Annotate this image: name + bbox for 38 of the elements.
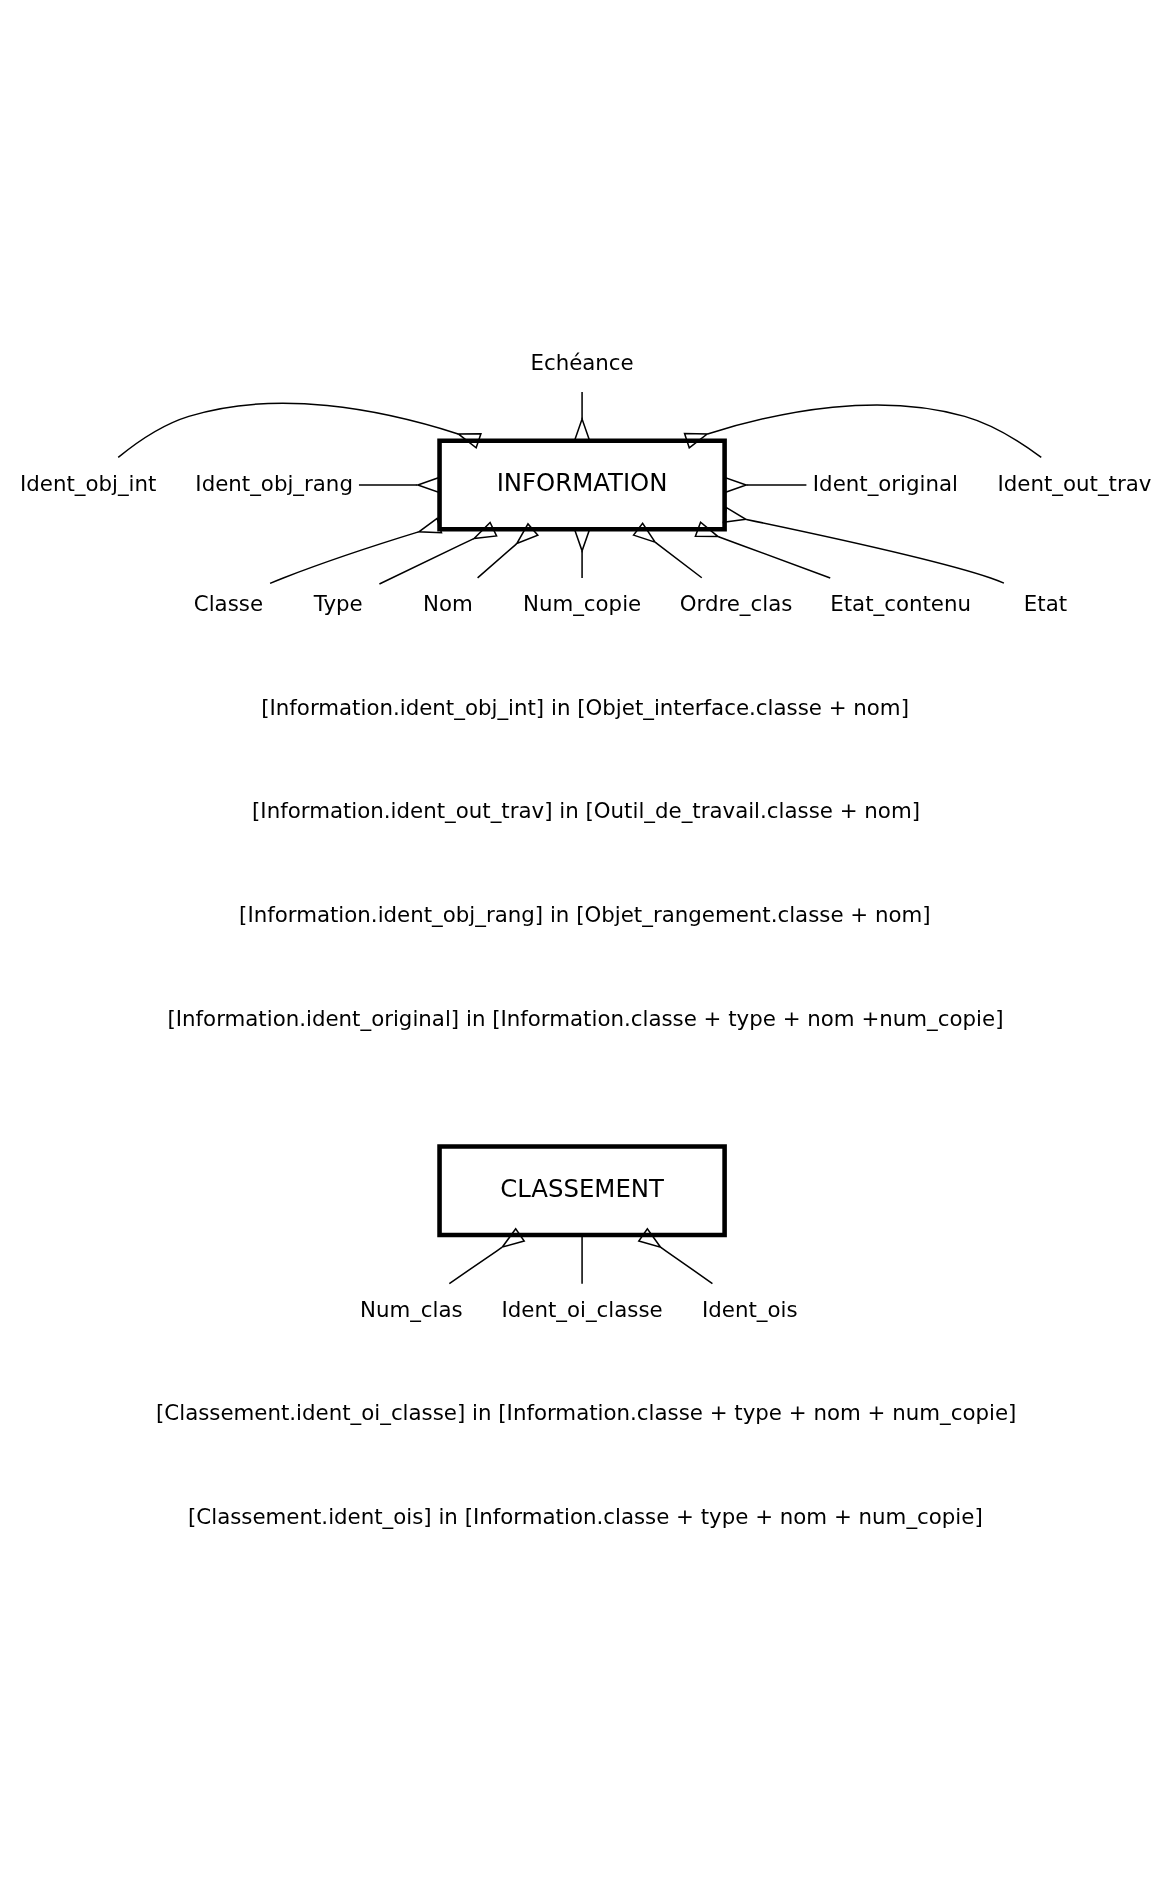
node-text: Ident_oi_classe xyxy=(501,1296,663,1322)
connector xyxy=(476,522,540,579)
node-text: Etat xyxy=(1023,591,1068,617)
node-text: Etat_contenu xyxy=(830,591,972,617)
label: [Classement.ident_oi_classe] in [Information.classe + type + nom + num_copie] xyxy=(156,1400,1017,1426)
connector xyxy=(637,1227,714,1285)
node-text: Num_copie xyxy=(522,591,642,617)
node-text: Ident_obj_rang xyxy=(195,470,353,496)
node-text: Classe xyxy=(193,591,264,617)
connector xyxy=(632,521,703,579)
node-text: Ident_obj_int xyxy=(19,470,157,496)
label: [Information.ident_obj_int] in [Objet_interface.classe + nom] xyxy=(261,694,909,720)
node-box: CLASSEMENT xyxy=(437,1144,727,1238)
node-text: Ident_out_trav xyxy=(997,470,1152,496)
connector xyxy=(573,528,591,579)
node-text: Ident_ois xyxy=(701,1296,798,1322)
connector xyxy=(448,1227,526,1285)
connector xyxy=(724,476,808,494)
connector xyxy=(722,506,1005,584)
node-text: Echéance xyxy=(530,350,634,376)
connector xyxy=(581,1234,583,1285)
label: [Information.ident_original] in [Information.classe + type + nom +num_copie] xyxy=(167,1005,1004,1031)
connector xyxy=(269,517,443,585)
node-text: Type xyxy=(313,591,363,617)
connector xyxy=(573,391,591,442)
connector xyxy=(694,520,831,579)
label: [Information.ident_obj_rang] in [Objet_rangement.classe + nom] xyxy=(239,901,931,927)
node-text: Ident_original xyxy=(812,470,959,496)
node-text: Ordre_clas xyxy=(679,591,793,617)
connector xyxy=(358,476,440,494)
node-text: Nom xyxy=(423,591,473,617)
label: [Classement.ident_ois] in [Information.classe + type + nom + num_copie] xyxy=(188,1504,983,1530)
label: [Information.ident_out_trav] in [Outil_de_travail.classe + nom] xyxy=(252,798,920,824)
connector xyxy=(378,521,498,585)
node-box: INFORMATION xyxy=(437,438,727,532)
connector xyxy=(683,404,1042,459)
connector xyxy=(117,402,482,459)
node-text: Num_clas xyxy=(359,1296,463,1322)
